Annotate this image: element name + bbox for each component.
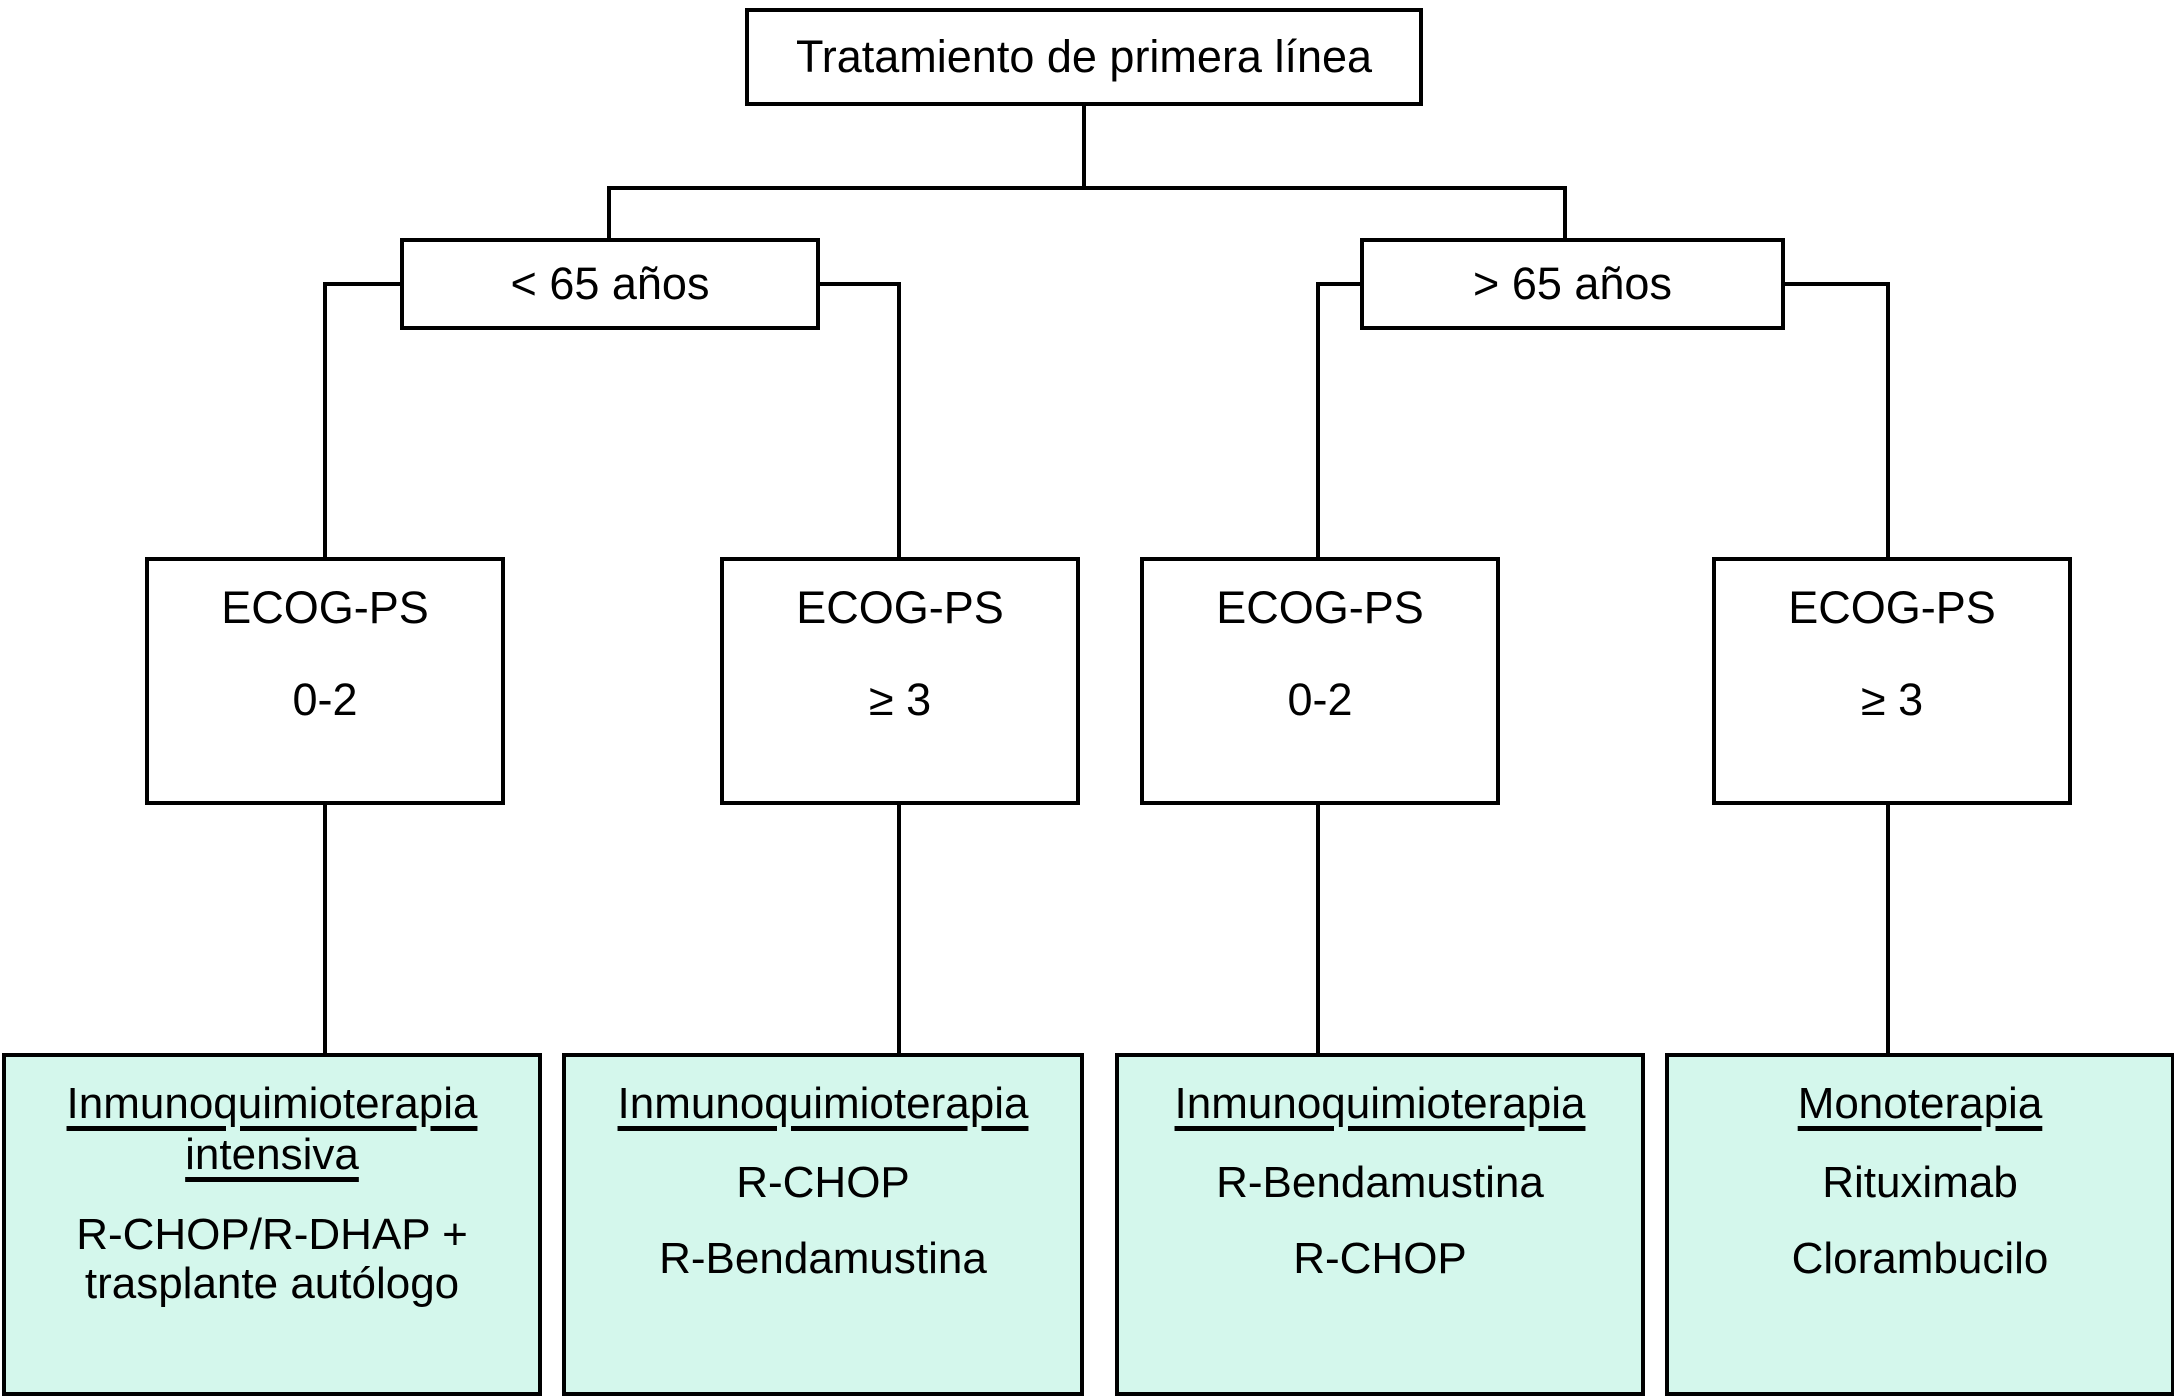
node-ecog-ps-3-title: ECOG-PS bbox=[1216, 582, 1424, 633]
connector-to-age-old bbox=[1563, 186, 1567, 242]
connector-young-right-drop bbox=[897, 282, 901, 559]
node-treatment-1-heading-line-2: intensiva bbox=[185, 1130, 359, 1180]
node-age-under-65-label: < 65 años bbox=[510, 257, 710, 309]
node-treatment-3-item-1: R-Bendamustina bbox=[1216, 1158, 1544, 1208]
connector-ecog1-to-tx1 bbox=[323, 801, 327, 1057]
node-age-over-65[interactable]: > 65 años bbox=[1360, 238, 1785, 330]
connector-ecog2-to-tx2 bbox=[897, 801, 901, 1057]
node-treatment-1-item-1: R-CHOP/R-DHAP + bbox=[76, 1209, 468, 1259]
node-treatment-1-heading-line-1: Inmunoquimioterapia bbox=[66, 1079, 478, 1128]
node-ecog-ps-2[interactable]: ECOG-PS ≥ 3 bbox=[720, 557, 1080, 805]
node-treatment-3-heading-line-1: Inmunoquimioterapia bbox=[1174, 1079, 1586, 1128]
node-treatment-2-item-1: R-CHOP bbox=[736, 1158, 910, 1208]
node-treatment-3-item-2: R-CHOP bbox=[1293, 1233, 1467, 1283]
connector-old-left-arm bbox=[1316, 282, 1364, 286]
node-treatment-1-item-2: trasplante autólogo bbox=[84, 1258, 460, 1308]
node-treatment-3[interactable]: Inmunoquimioterapia R-Bendamustina R-CHO… bbox=[1115, 1053, 1645, 1396]
connector-root-stem bbox=[1082, 104, 1086, 188]
connector-old-right-arm bbox=[1782, 282, 1890, 286]
node-treatment-2-heading-line-1: Inmunoquimioterapia bbox=[617, 1079, 1029, 1128]
node-ecog-ps-2-value: ≥ 3 bbox=[868, 674, 932, 726]
connector-young-left-arm bbox=[323, 282, 403, 286]
node-ecog-ps-2-title: ECOG-PS bbox=[796, 582, 1004, 633]
node-treatment-4[interactable]: Monoterapia Rituximab Clorambucilo bbox=[1665, 1053, 2174, 1396]
connector-old-left-drop bbox=[1316, 282, 1320, 559]
node-root-treatment[interactable]: Tratamiento de primera línea bbox=[745, 8, 1423, 106]
connector-young-right-arm bbox=[817, 282, 901, 286]
connector-ecog3-to-tx3 bbox=[1316, 801, 1320, 1057]
node-treatment-4-item-2: Clorambucilo bbox=[1791, 1233, 2049, 1283]
node-ecog-ps-1-value: 0-2 bbox=[292, 674, 358, 726]
connector-age-split-bar bbox=[607, 186, 1567, 190]
node-root-label: Tratamiento de primera línea bbox=[795, 30, 1373, 82]
node-ecog-ps-1-title: ECOG-PS bbox=[221, 582, 429, 633]
connector-to-age-young bbox=[607, 186, 611, 242]
node-ecog-ps-4-title: ECOG-PS bbox=[1788, 582, 1996, 633]
node-ecog-ps-3-value: 0-2 bbox=[1287, 674, 1353, 726]
node-ecog-ps-4-value: ≥ 3 bbox=[1860, 674, 1924, 726]
node-treatment-4-heading-line-1: Monoterapia bbox=[1797, 1079, 2043, 1128]
node-age-over-65-label: > 65 años bbox=[1473, 257, 1672, 309]
node-treatment-2-item-2: R-Bendamustina bbox=[659, 1233, 987, 1283]
node-age-under-65[interactable]: < 65 años bbox=[400, 238, 820, 330]
connector-young-left-drop bbox=[323, 282, 327, 559]
node-treatment-1[interactable]: Inmunoquimioterapia intensiva R-CHOP/R-D… bbox=[2, 1053, 542, 1396]
node-ecog-ps-3[interactable]: ECOG-PS 0-2 bbox=[1140, 557, 1500, 805]
connector-old-right-drop bbox=[1886, 282, 1890, 559]
node-treatment-4-item-1: Rituximab bbox=[1822, 1158, 2018, 1208]
node-ecog-ps-1[interactable]: ECOG-PS 0-2 bbox=[145, 557, 505, 805]
node-ecog-ps-4[interactable]: ECOG-PS ≥ 3 bbox=[1712, 557, 2072, 805]
connector-ecog4-to-tx4 bbox=[1886, 801, 1890, 1057]
node-treatment-2[interactable]: Inmunoquimioterapia R-CHOP R-Bendamustin… bbox=[562, 1053, 1084, 1396]
